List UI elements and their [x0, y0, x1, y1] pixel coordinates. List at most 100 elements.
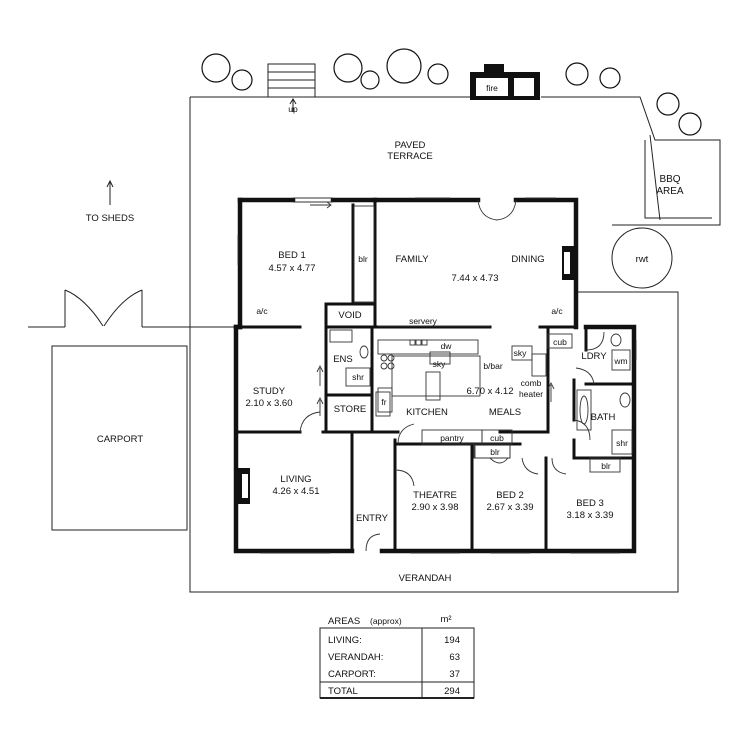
door-swings: [299, 331, 605, 552]
area-total-value: 294: [444, 686, 460, 697]
bbar-label: b/bar: [483, 361, 503, 371]
ens-label: ENS: [333, 354, 353, 365]
bed3-blr-label: blr: [601, 461, 611, 471]
tree-icon: [231, 69, 253, 91]
meals-label: MEALS: [489, 407, 521, 418]
carport-label: CARPORT: [97, 434, 143, 445]
dw-label: dw: [441, 341, 453, 351]
paved-label: PAVED: [395, 140, 426, 151]
terrace-label: TERRACE: [387, 151, 432, 162]
wm-label: wm: [613, 356, 627, 366]
tree-icon: [333, 53, 363, 83]
bath-fixtures: [576, 389, 633, 473]
fireplace: [470, 64, 540, 100]
family-dining-dims: 7.44 x 4.73: [451, 273, 498, 284]
verandah-label: VERANDAH: [399, 573, 452, 584]
area-row-value: 194: [444, 635, 460, 646]
terrace-outline: [189, 96, 721, 593]
tree-icon: [386, 48, 422, 84]
bed3-dims: 3.18 x 3.39: [566, 510, 613, 521]
store-label: STORE: [334, 404, 367, 415]
bed2-robe: [473, 443, 511, 459]
gate: [28, 289, 236, 328]
rainwater-tank: [611, 227, 673, 289]
ldry-label: LDRY: [581, 351, 607, 362]
bed1-dims: 4.57 x 4.77: [268, 263, 315, 274]
area-row-label: LIVING:: [328, 635, 362, 646]
ens-shr-label: shr: [352, 372, 364, 382]
pantry-label: pantry: [440, 433, 464, 443]
up-label: up: [288, 104, 298, 114]
tree-icon: [656, 92, 680, 116]
area-row-value: 63: [449, 652, 460, 663]
ensuite-fixtures: [329, 329, 391, 417]
ldry-cub-label: cub: [553, 337, 567, 347]
comb-label: comb: [521, 378, 542, 388]
bed2-label: BED 2: [496, 490, 523, 501]
area-row-value: 37: [449, 669, 460, 680]
areas-title-note: (approx): [370, 616, 402, 626]
french-doors: [477, 199, 517, 221]
void-label: VOID: [338, 310, 361, 321]
servery-label: servery: [409, 316, 438, 326]
laundry-fixtures: [610, 333, 631, 371]
arrow-up-icon: [106, 179, 114, 205]
ac-label: a/c: [256, 306, 268, 316]
bbq-area-outline: [644, 134, 712, 221]
dining-fireplace: [562, 246, 574, 280]
cub-label: cub: [490, 433, 504, 443]
kitchen-sky-label: sky: [433, 359, 447, 369]
kitchen-label: KITCHEN: [406, 407, 448, 418]
windows: [237, 197, 637, 554]
tree-icon: [427, 63, 449, 85]
living-label: LIVING: [280, 474, 311, 485]
carport-outline: [51, 345, 188, 531]
area-row-label: CARPORT:: [328, 669, 376, 680]
heater-label: heater: [519, 389, 543, 399]
study-dims: 2.10 x 3.60: [245, 398, 292, 409]
fire-label: fire: [486, 83, 498, 93]
kitchen-meals-dims: 6.70 x 4.12: [466, 386, 513, 397]
to-sheds-label: TO SHEDS: [86, 213, 134, 224]
fr-label: fr: [381, 397, 386, 407]
tree-icon: [599, 67, 621, 89]
meals-sky-label: sky: [514, 348, 528, 358]
sliding-door: [310, 201, 332, 209]
area-row-label: VERANDAH:: [328, 652, 383, 663]
area-total-label: TOTAL: [328, 686, 358, 697]
bed2-dims: 2.67 x 3.39: [486, 502, 533, 513]
living-dims: 4.26 x 4.51: [272, 486, 319, 497]
bath-label: BATH: [591, 412, 616, 423]
study-label: STUDY: [253, 386, 286, 397]
tree-icon: [360, 70, 380, 90]
tree-icon: [201, 53, 231, 83]
internal-walls: [234, 198, 636, 553]
tree-icons: [201, 48, 702, 136]
arrow-icons: [316, 364, 555, 416]
external-walls: [233, 197, 637, 554]
blr-label: blr: [358, 254, 368, 264]
areas-table: [319, 627, 475, 699]
entry-label: ENTRY: [356, 513, 389, 524]
tree-icon: [678, 112, 702, 136]
bed1-label: BED 1: [278, 250, 305, 261]
bath-shr-label: shr: [616, 438, 628, 448]
bed1-robe: [353, 205, 375, 303]
living-fireplace: [238, 468, 250, 504]
bbq-label-2: AREA: [656, 186, 684, 197]
areas-title: AREAS: [328, 616, 360, 627]
tree-icon: [565, 62, 589, 86]
bbq-label-1: BBQ: [659, 174, 680, 185]
rwt-label: rwt: [636, 254, 649, 265]
dining-ac-label: a/c: [551, 306, 563, 316]
areas-unit: m²: [440, 614, 451, 625]
dining-label: DINING: [511, 254, 544, 265]
bed3-label: BED 3: [576, 498, 603, 509]
family-label: FAMILY: [395, 254, 429, 265]
theatre-label: THEATRE: [413, 490, 457, 501]
theatre-dims: 2.90 x 3.98: [411, 502, 458, 513]
kitchen-fixtures: [377, 339, 547, 413]
bed2-blr-label: blr: [490, 447, 500, 457]
terrace-steps: [267, 63, 316, 112]
